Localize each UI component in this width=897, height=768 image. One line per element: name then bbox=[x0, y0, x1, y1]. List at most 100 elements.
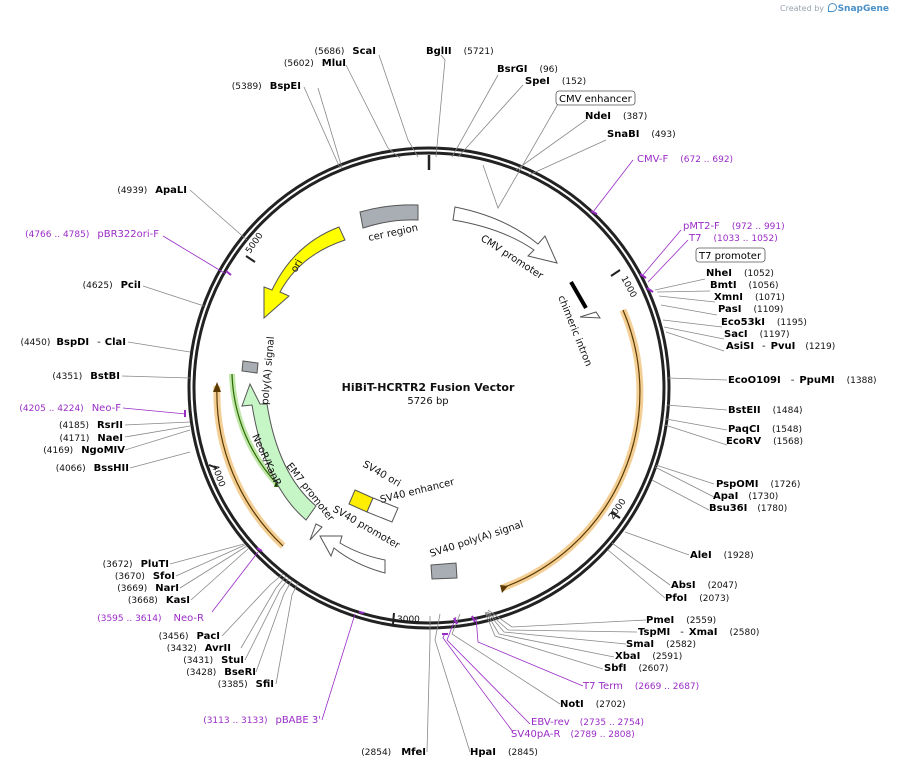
primer-name: CMV-F bbox=[637, 154, 668, 165]
svg-text:(4185)RsrII: (4185)RsrII bbox=[59, 420, 123, 431]
cmv-enhancer-badge: CMV enhancer bbox=[555, 90, 636, 106]
svg-text:SV40pA-R(2789 .. 2808): SV40pA-R(2789 .. 2808) bbox=[511, 729, 635, 740]
enzyme-name: KasI bbox=[166, 595, 190, 606]
svg-text:(3456)PacI: (3456) PacI bbox=[159, 631, 220, 642]
primer-name: Neo-F bbox=[92, 403, 122, 414]
enzyme-pos: (2607) bbox=[638, 664, 668, 674]
enzyme-name: MluI bbox=[322, 58, 346, 69]
svg-text:PmeI(2559): PmeI(2559) bbox=[646, 615, 716, 626]
enzyme-pos: (1726) bbox=[770, 480, 800, 490]
leader-lines bbox=[121, 54, 728, 753]
feature-cmv-promoter: CMV promoter bbox=[452, 206, 558, 282]
svg-text:(4351)BstBI: (4351)BstBI bbox=[52, 371, 120, 382]
map-title-group: HiBiT-HCRTR2 Fusion Vector 5726 bp bbox=[342, 381, 515, 407]
enzyme-name: SpeI bbox=[525, 76, 550, 87]
svg-text:AbsI(2047): AbsI(2047) bbox=[671, 580, 738, 591]
svg-text:(5686)ScaI: (5686)ScaI bbox=[314, 46, 376, 57]
enzyme-name: NaeI bbox=[97, 433, 123, 444]
enzyme-pos: (3432) bbox=[167, 644, 197, 654]
t7-promoter-badge: T7 promoter bbox=[695, 247, 766, 263]
svg-text:(4625)PciI: (4625)PciI bbox=[83, 280, 141, 291]
enzyme-pos: (1780) bbox=[757, 504, 787, 514]
enzyme-name: AleI bbox=[690, 550, 712, 561]
enzyme-name: BmtI bbox=[710, 280, 737, 291]
enzyme-name: PciI bbox=[121, 280, 141, 291]
tick-5000: 5000 bbox=[244, 231, 265, 256]
enzyme-pos: (2073) bbox=[699, 594, 729, 604]
enzyme-pos: (4185) bbox=[59, 421, 89, 431]
enzyme-name: NotI bbox=[560, 699, 584, 710]
svg-text:AsiSI-PvuI(1219): AsiSI-PvuI(1219) bbox=[726, 341, 835, 352]
svg-text:(3670)SfoI: (3670)SfoI bbox=[115, 571, 175, 582]
enzyme-pos: (1730) bbox=[748, 492, 778, 502]
svg-text:XbaI(2591): XbaI (2591) bbox=[615, 651, 682, 662]
tick-label: 5000 bbox=[244, 231, 265, 256]
enzyme-name: Bsu36I bbox=[709, 503, 747, 514]
tick-3000: 3000 bbox=[397, 615, 420, 625]
orf-arcs bbox=[213, 308, 644, 593]
enzyme-name: BsrGI bbox=[497, 64, 527, 75]
primer-name: T7 bbox=[688, 233, 701, 244]
enzyme-name: StuI bbox=[221, 655, 244, 666]
svg-text:TspMI-XmaI(2580): TspMI-XmaI(2580) bbox=[638, 627, 759, 638]
svg-text:T7 Term(2669 .. 2687): T7 Term(2669 .. 2687) bbox=[582, 681, 699, 692]
enzyme-pos: (2702) bbox=[596, 700, 626, 710]
feature-sv40-polya: SV40 poly(A) signal bbox=[429, 519, 525, 580]
enzyme-name: XmnI bbox=[714, 292, 743, 303]
enzyme-pos: (3670) bbox=[115, 572, 145, 582]
enzyme-pos: (3431) bbox=[183, 656, 213, 666]
enzyme-pos: (4450) bbox=[20, 338, 50, 348]
enzyme-pos: (3456) bbox=[159, 632, 189, 642]
svg-text:BsrGI(96): BsrGI(96) bbox=[497, 64, 558, 75]
enzyme-pos: (1219) bbox=[805, 342, 835, 352]
enzyme-name: PspOMI bbox=[716, 479, 758, 490]
svg-text:PfoI(2073): PfoI (2073) bbox=[665, 593, 729, 604]
primer-range: (3113 .. 3133) bbox=[203, 716, 267, 726]
enzyme-name: PacI bbox=[197, 631, 220, 642]
enzyme-name: NheI bbox=[706, 268, 732, 279]
enzyme-name: ApaLI bbox=[155, 185, 187, 196]
enzyme-name: MfeI bbox=[401, 747, 426, 758]
enzyme-pos: (493) bbox=[651, 130, 675, 140]
enzyme-pos: (1056) bbox=[749, 281, 779, 291]
svg-text:(5602)MluI: (5602)MluI bbox=[284, 58, 346, 69]
svg-text:pMT2-F(972 .. 991): pMT2-F(972 .. 991) bbox=[683, 221, 785, 232]
svg-text:BglII(5721): BglII(5721) bbox=[426, 46, 494, 57]
enzyme-name: BstEII bbox=[728, 405, 761, 416]
tick-label: 1000 bbox=[618, 275, 638, 300]
enzyme-name: PfoI bbox=[665, 593, 687, 604]
enzyme-name: SfiI bbox=[256, 679, 274, 690]
primer-range: (4766 .. 4785) bbox=[25, 230, 89, 240]
enzyme-name: SbfI bbox=[604, 663, 626, 674]
primer-range: (972 .. 991) bbox=[732, 222, 785, 232]
svg-text:EcoO109I-PpuMI(1388): EcoO109I-PpuMI(1388) bbox=[728, 375, 877, 386]
primer-lines bbox=[122, 159, 689, 733]
enzyme-pos: (2559) bbox=[686, 616, 716, 626]
enzyme-pos: (1388) bbox=[847, 376, 877, 386]
primer-name: pBABE 3' bbox=[275, 715, 321, 726]
svg-text:SmaI(2582): SmaI(2582) bbox=[626, 639, 696, 650]
enzyme-second-name: PpuMI bbox=[799, 375, 834, 386]
svg-text:PasI(1109): PasI(1109) bbox=[718, 304, 783, 315]
enzyme-name: XbaI bbox=[615, 651, 640, 662]
enzyme-pos: (1484) bbox=[773, 406, 803, 416]
svg-text:SbfI(2607): SbfI (2607) bbox=[604, 663, 668, 674]
enzyme-name: AbsI bbox=[671, 580, 696, 591]
enzyme-pos: (2591) bbox=[652, 652, 682, 662]
enzyme-name: EcoO109I bbox=[728, 375, 781, 386]
svg-text:XmnI(1071): XmnI (1071) bbox=[714, 292, 785, 303]
enzyme-name: SnaBI bbox=[607, 129, 639, 140]
enzyme-name: CMV enhancer bbox=[559, 94, 633, 105]
enzyme-name: NarI bbox=[155, 583, 179, 594]
enzyme-pos: (5686) bbox=[314, 47, 344, 57]
enzyme-second-name: ClaI bbox=[105, 337, 126, 348]
enzyme-pos: (2845) bbox=[508, 748, 538, 758]
feature-label: poly(A) signal bbox=[260, 336, 277, 405]
primer-name: SV40pA-R bbox=[511, 729, 560, 740]
primer-range: (2669 .. 2687) bbox=[635, 682, 699, 692]
enzyme-pos: (2854) bbox=[361, 748, 391, 758]
svg-text:PspOMI(1726): PspOMI (1726) bbox=[716, 479, 800, 490]
enzyme-name: TspMI bbox=[638, 627, 670, 638]
svg-text:Eco53kI(1195): Eco53kI(1195) bbox=[721, 317, 807, 328]
enzyme-pos: (1071) bbox=[755, 293, 785, 303]
